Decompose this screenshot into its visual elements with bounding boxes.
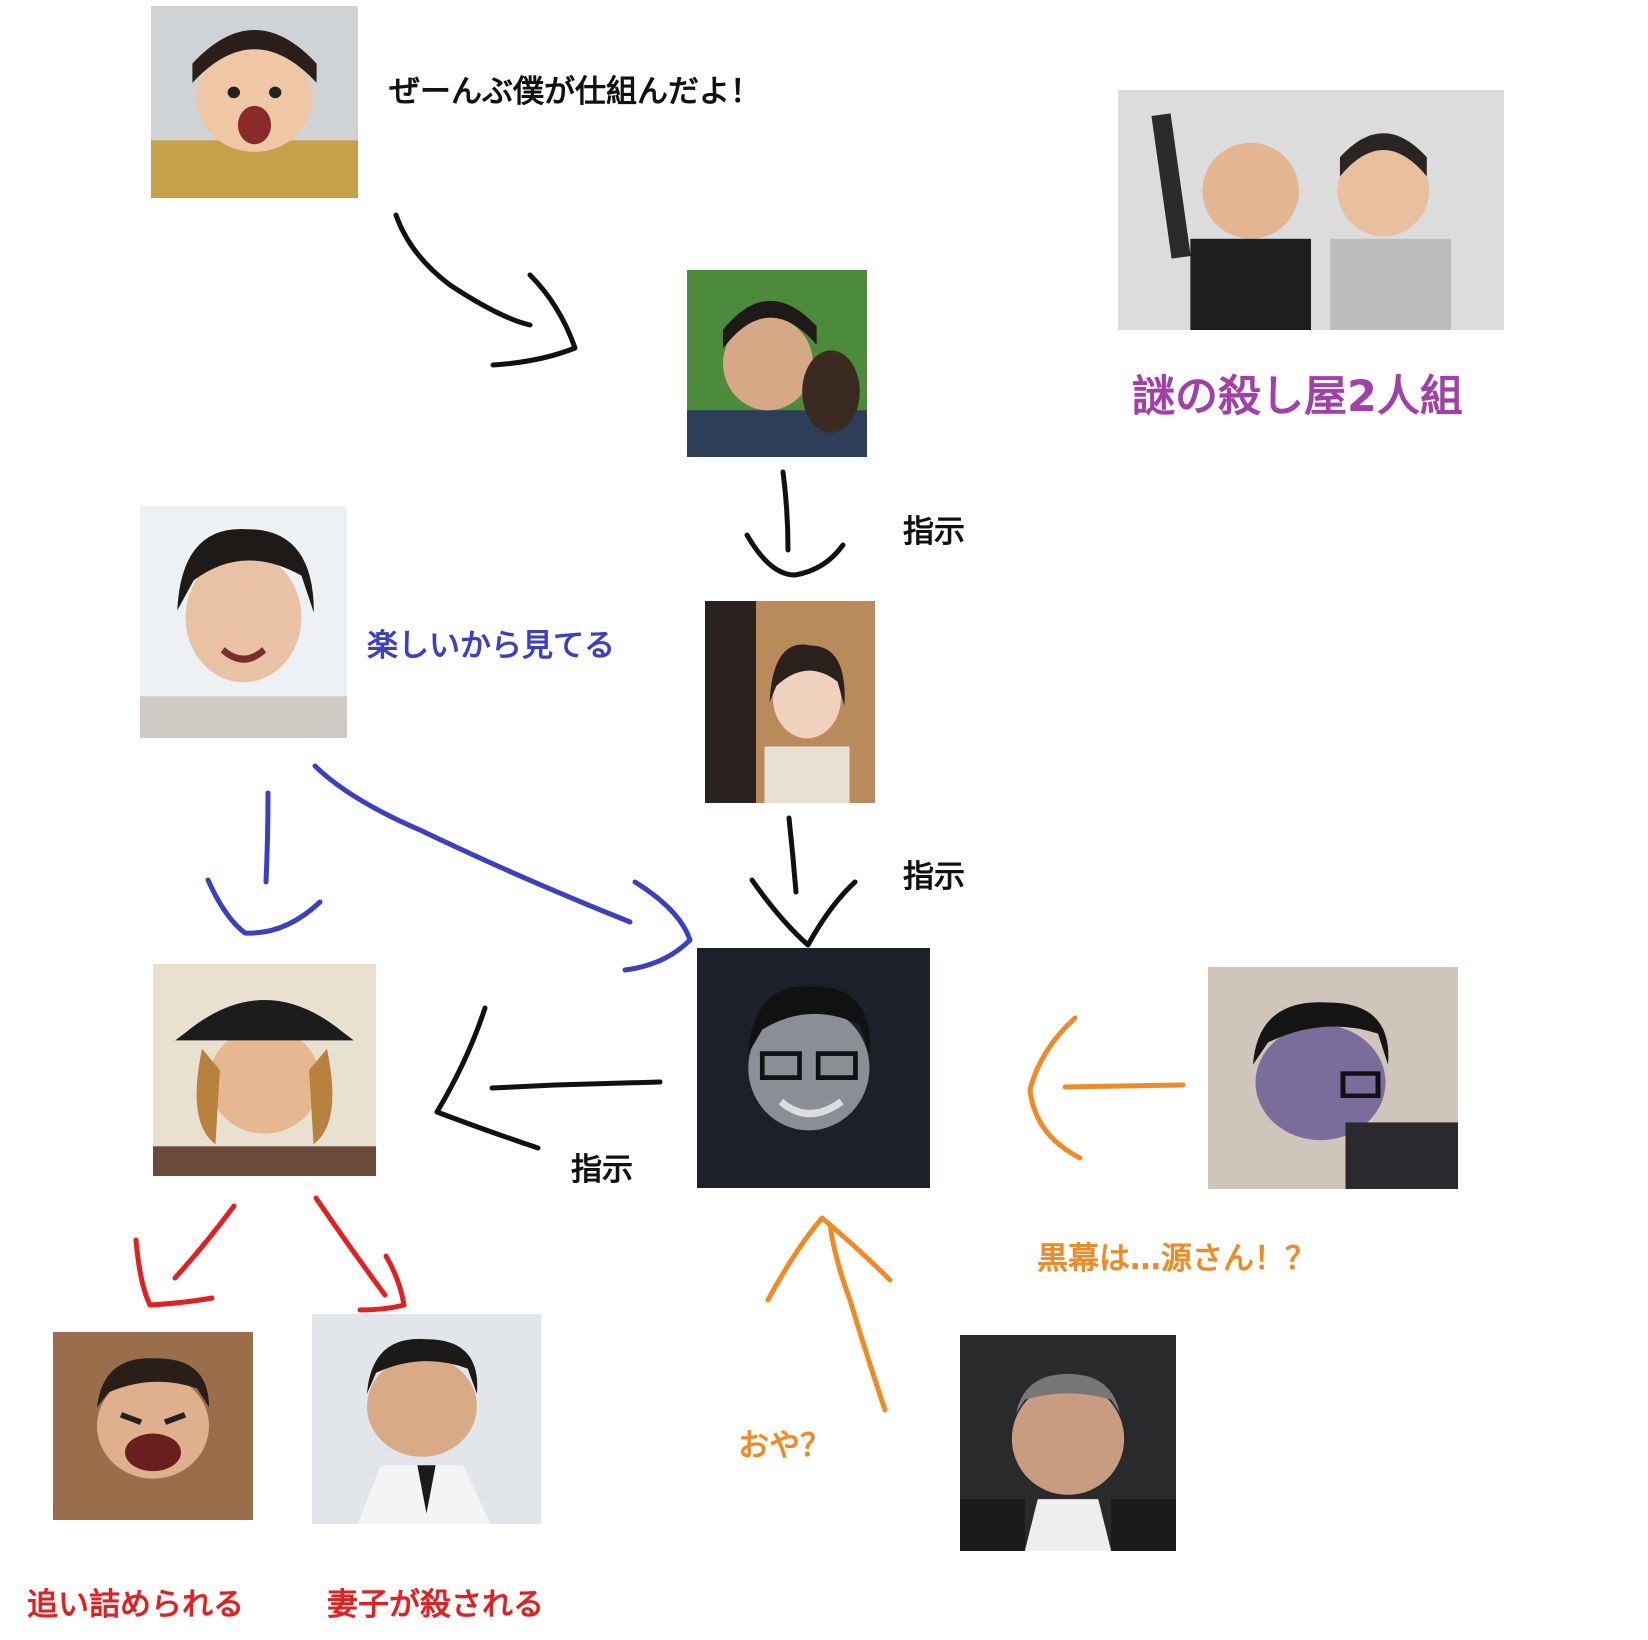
photo-man-glasses-center bbox=[697, 948, 930, 1188]
arrowhead-hat-to-crying bbox=[133, 1237, 215, 1308]
label-hmm: おや？ bbox=[738, 1428, 831, 1464]
photo-man-green-bg bbox=[687, 270, 867, 457]
label-watching: 楽しいから見てる bbox=[367, 628, 615, 664]
arrowhead-smiling-to-center bbox=[622, 879, 693, 973]
photo-man-crying bbox=[53, 1332, 253, 1520]
label-order-1: 指示 bbox=[903, 514, 965, 550]
label-mastermind-question: 黒幕は…源さん！？ bbox=[1037, 1241, 1316, 1277]
arrowhead-right-to-center bbox=[1027, 1015, 1083, 1161]
photo-woman bbox=[705, 601, 875, 803]
label-order-3: 指示 bbox=[571, 1152, 633, 1188]
arrow-hat-to-crying bbox=[172, 1203, 237, 1281]
arrow-old-to-center bbox=[827, 1222, 888, 1413]
label-order-2: 指示 bbox=[903, 859, 965, 895]
arrowhead-child-to-man bbox=[490, 272, 578, 368]
photo-man-serious bbox=[312, 1314, 541, 1524]
arrow-right-to-center bbox=[1062, 1082, 1186, 1090]
arrow-smiling-to-center bbox=[312, 763, 633, 925]
label-family-killed: 妻子が殺される bbox=[327, 1587, 544, 1623]
photo-man-hat bbox=[153, 964, 376, 1176]
arrowhead-hat-to-serious bbox=[357, 1253, 407, 1313]
arrow-hat-to-serious bbox=[313, 1195, 388, 1298]
label-cornered: 追い詰められる bbox=[27, 1587, 244, 1623]
arrow-child-to-man bbox=[393, 212, 533, 328]
photo-man-smiling bbox=[140, 506, 347, 738]
photo-old-man bbox=[960, 1335, 1176, 1551]
arrow-center-to-hat bbox=[489, 1079, 663, 1091]
arrowhead-man-to-woman bbox=[744, 532, 846, 578]
photo-child bbox=[151, 6, 358, 198]
arrowhead-old-to-center bbox=[765, 1215, 893, 1303]
arrowhead-center-to-hat bbox=[434, 1005, 541, 1151]
label-kid-quote: ぜーんぶ僕が仕組んだよ！ bbox=[389, 74, 761, 110]
arrow-man-to-woman bbox=[780, 469, 791, 553]
label-killers: 謎の殺し屋2人組 bbox=[1132, 372, 1463, 422]
photo-killers-duo bbox=[1118, 90, 1504, 330]
photo-man-glasses-right bbox=[1208, 967, 1458, 1189]
arrow-smiling-to-hat bbox=[263, 790, 271, 885]
arrow-woman-to-center bbox=[786, 815, 799, 895]
arrowhead-smiling-to-hat bbox=[205, 877, 323, 936]
arrowhead-woman-to-center bbox=[749, 877, 858, 948]
